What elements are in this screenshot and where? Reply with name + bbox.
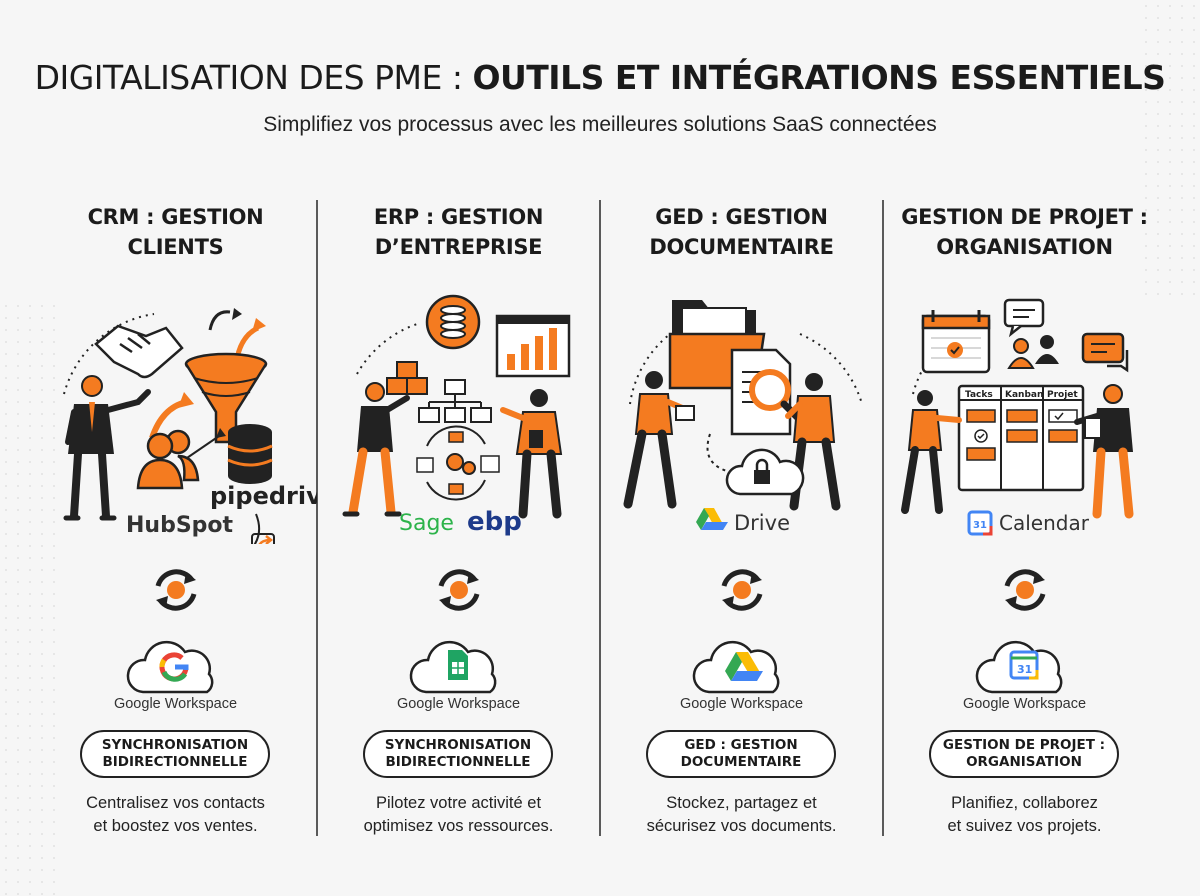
column-title: CRM : GESTION CLIENTS [87,205,264,259]
project-illustration: Tacks Kanban Projet [901,298,1134,536]
dot-pattern-right [1140,0,1200,300]
calendar-day: 31 [1017,663,1032,676]
google-drive-icon [696,508,728,530]
column-description: Centralisez vos contacts et boostez vos … [86,794,265,835]
column-description: Planifiez, collaborez et suivez vos proj… [947,794,1102,835]
sage-logo: Sage [399,511,454,536]
google-calendar-icon: 31 [1009,650,1039,680]
workspace-label: Google Workspace [396,696,521,712]
column-project: GESTION DE PROJET : ORGANISATION [883,196,1166,836]
sync-icon [721,569,763,611]
column-divider [882,200,884,836]
cloud-icon [692,640,780,694]
google-drive-icon [725,652,763,681]
funnel-icon [184,352,268,444]
column-crm: CRM : GESTION CLIENTS [34,196,317,836]
sync-icon [1004,569,1046,611]
calendar-day: 31 [973,520,987,531]
drive-logo: Drive [734,511,790,535]
share-icon [251,533,275,544]
ged-badge: GED : GESTION DOCUMENTAIRE [646,730,836,778]
google-sheets-icon [448,650,468,680]
kanban-column-label: Kanban [1005,390,1043,400]
sync-icon [438,569,480,611]
hubspot-logo: HubSpot [126,513,234,538]
ged-illustration: Drive [623,300,863,535]
column-ged: GED : GESTION DOCUMENTAIRE [600,196,883,836]
cloud-icon: 31 [975,640,1063,694]
org-chart-icon [418,379,492,423]
sync-badge: SYNCHRONISATION BIDIRECTIONNELLE [80,730,270,778]
cloud-lock-icon [725,448,805,496]
sync-badge: SYNCHRONISATION BIDIRECTIONNELLE [363,730,553,778]
man-with-magnifier-icon [785,373,841,511]
column-title: GESTION DE PROJET : ORGANISATION [901,205,1148,259]
column-erp: ERP : GESTION D’ENTREPRISE [317,196,600,836]
project-badge: GESTION DE PROJET : ORGANISATION [929,730,1119,778]
boxes-icon [386,361,428,395]
calendar-icon [921,310,991,374]
dot-pattern-left [0,300,60,896]
kanban-column-label: Tacks [965,390,993,400]
chat-icon [1003,298,1045,338]
column-description: Pilotez votre activité et optimisez vos … [363,794,554,835]
bar-chart-icon [495,314,571,378]
column-title: GED : GESTION DOCUMENTAIRE [649,205,834,259]
workspace-label: Google Workspace [679,696,804,712]
title-bold: OUTILS ET INTÉGRATIONS ESSENTIELS [472,58,1166,97]
google-g-icon [159,652,189,682]
erp-illustration: Sage ebp [342,294,571,537]
man-with-boxes-icon [342,382,410,517]
page-subtitle: Simplifiez vos processus avec les meille… [263,113,937,136]
arrow-icon [208,310,231,331]
users-icon [136,429,200,490]
google-calendar-icon: 31 [967,510,993,536]
sync-icon [155,569,197,611]
workspace-label: Google Workspace [113,696,238,712]
woman-with-tablet-icon [623,371,695,509]
cloud-icon [126,640,214,694]
coins-icon [425,294,481,350]
cloud-icon [409,640,497,694]
column-divider [316,200,318,836]
woman-with-tablet-icon [901,390,962,514]
gears-icon [416,425,500,501]
calendar-logo: Calendar [999,511,1090,535]
message-bubble-icon [1081,332,1129,373]
kanban-column-label: Projet [1047,390,1078,400]
column-divider [599,200,601,836]
pipedrive-logo: pipedrive [210,482,317,510]
team-icon [1007,335,1059,369]
handshake-icon [94,324,184,379]
ebp-logo: ebp [467,507,522,537]
man-with-clipboard-icon [1074,384,1134,519]
database-icon [227,424,273,484]
man-presenting-icon [63,375,151,521]
column-description: Stockez, partagez et sécurisez vos docum… [646,794,837,835]
man-with-tablet-icon [500,389,563,519]
title-light: DIGITALISATION DES PME : [34,58,473,97]
column-title: ERP : GESTION D’ENTREPRISE [373,205,544,259]
kanban-board-icon: Tacks Kanban Projet [957,384,1085,492]
workspace-label: Google Workspace [962,696,1087,712]
crm-illustration: pipedrive HubSpot [63,308,317,544]
page-title: DIGITALISATION DES PME : OUTILS ET INTÉG… [0,56,1200,100]
